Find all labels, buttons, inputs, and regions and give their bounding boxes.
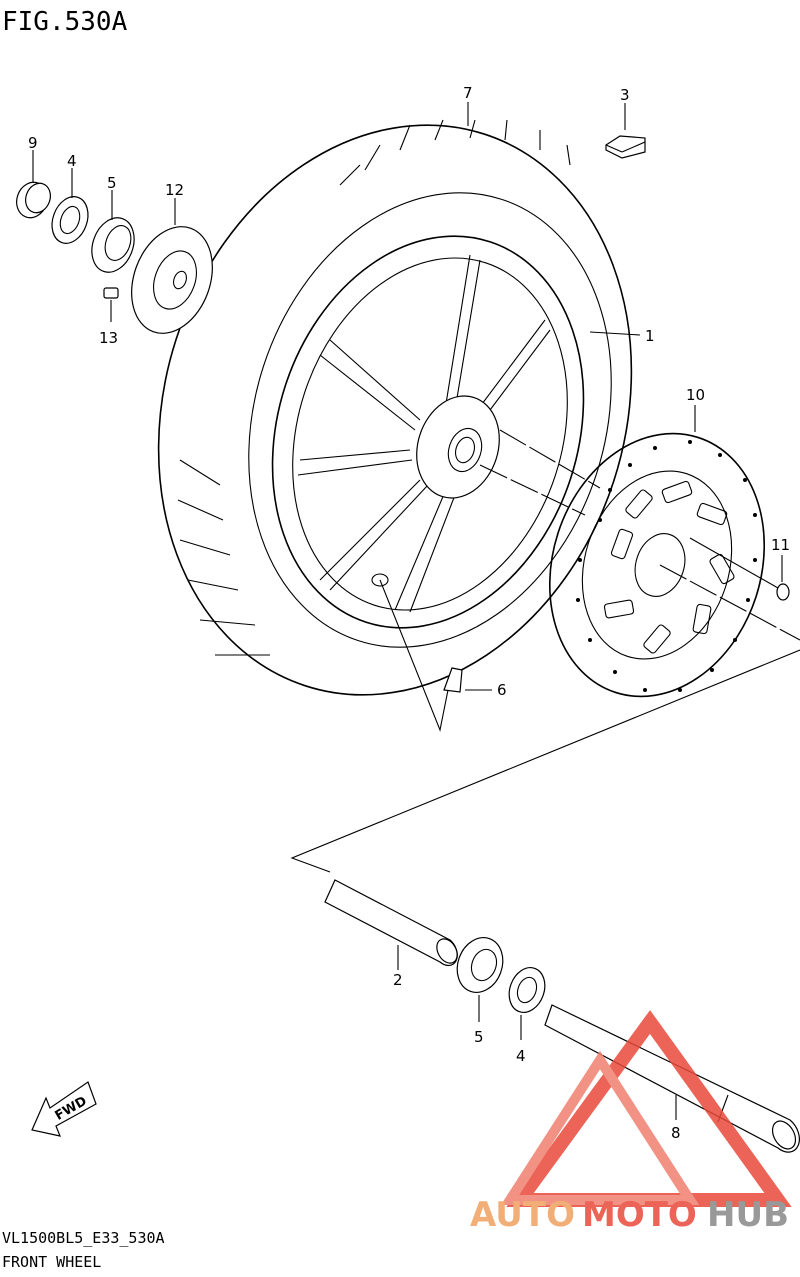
rim-inner — [292, 257, 568, 611]
callout-10: 10 — [686, 386, 705, 404]
callout-labels: 1 2 3 4 4 5 5 6 7 8 9 10 11 12 13 — [28, 84, 790, 1142]
tire-valve — [379, 579, 492, 732]
left-hub-parts — [16, 150, 213, 334]
watermark-text-hub: HUB — [707, 1195, 789, 1235]
callout-9: 9 — [28, 134, 38, 152]
front-wheel-assembly — [157, 102, 641, 696]
footer-name: FRONT WHEEL — [2, 1253, 101, 1271]
disc-bolt — [689, 537, 790, 601]
callout-4-bottom: 4 — [516, 1047, 526, 1065]
footer-code: VL1500BL5_E33_530A — [2, 1229, 165, 1247]
balancer-weight — [605, 103, 646, 159]
callout-13: 13 — [99, 329, 118, 347]
wheel-hub — [416, 395, 500, 499]
callout-1: 1 — [645, 327, 655, 345]
tire-inner — [248, 192, 612, 648]
assembly-axis-lines — [479, 429, 800, 641]
automotohub-watermark: AUTO MOTO HUB — [470, 1010, 792, 1235]
callout-4-top: 4 — [67, 152, 77, 170]
axle-assembly-line — [290, 649, 800, 873]
figure-title: FIG.530A — [2, 7, 128, 37]
callout-2: 2 — [393, 971, 403, 989]
callout-5-top: 5 — [107, 174, 117, 192]
callout-6: 6 — [497, 681, 507, 699]
front-axle — [544, 1004, 800, 1153]
callout-11: 11 — [771, 536, 790, 554]
callout-5-bottom: 5 — [474, 1028, 484, 1046]
watermark-text-auto: AUTO — [470, 1195, 575, 1235]
callout-12: 12 — [165, 181, 184, 199]
watermark-text-moto: MOTO — [582, 1195, 697, 1235]
rim-outer — [271, 235, 585, 629]
tire-tread — [177, 119, 571, 656]
brake-disc — [548, 405, 766, 698]
callout-7: 7 — [463, 84, 473, 102]
fwd-arrow: FWD — [31, 1081, 97, 1137]
wheel-spokes — [297, 254, 551, 613]
axle-spacer — [324, 879, 458, 970]
axle-side-parts — [456, 937, 546, 1040]
callout-8: 8 — [671, 1124, 681, 1142]
tire-outer — [157, 124, 633, 696]
callout-3: 3 — [620, 86, 630, 104]
